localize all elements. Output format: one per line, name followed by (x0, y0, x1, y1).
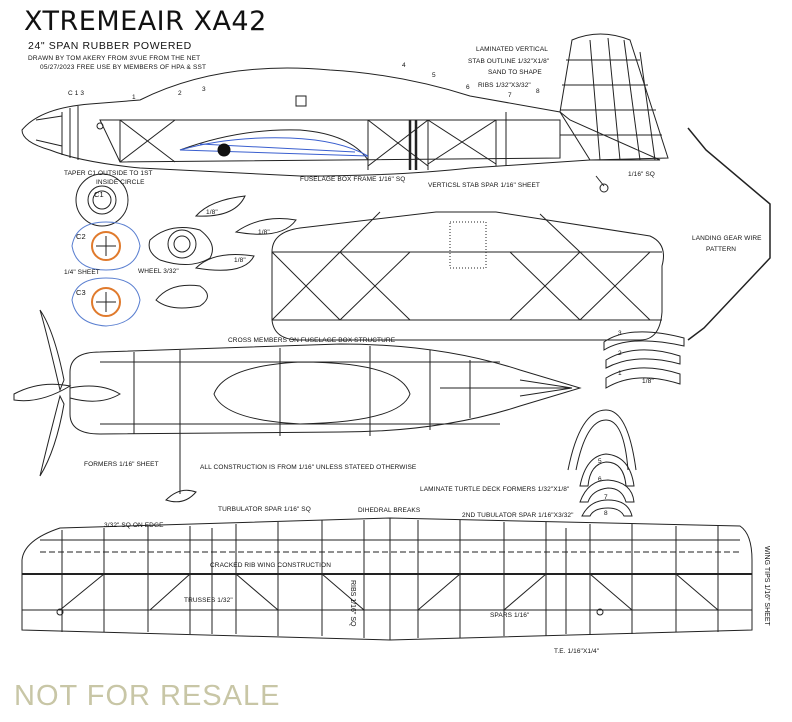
top-view-fuselage (69, 343, 582, 436)
former-c3 (71, 277, 141, 327)
label-cracked-rib: CRACKED RIB WING CONSTRUCTION (210, 562, 331, 569)
station-number: 8 (536, 88, 540, 95)
label-spars: SPARS 1/16" (490, 612, 530, 619)
drawing-subtitle: 24" SPAN RUBBER POWERED (28, 40, 192, 52)
label-landing-gear-wire: LANDING GEAR WIRE (692, 235, 762, 242)
label-pattern: PATTERN (706, 246, 737, 253)
label-cross-members: CROSS MEMBERS ON FUSELAGE BOX STRUCTURE (228, 337, 396, 344)
label-laminate-turtle: LAMINATE TURTLE DECK FORMERS 1/32"X1/8" (420, 486, 570, 493)
label-laminated-vertical: LAMINATED VERTICAL (476, 46, 548, 53)
deck-former-number: 7 (604, 494, 608, 501)
station-number: 6 (466, 84, 470, 91)
deck-former-number: 6 (598, 476, 602, 483)
former-c1 (75, 173, 129, 227)
label-eighth: 1/8" (206, 209, 218, 216)
deck-former-number: 8 (604, 510, 608, 517)
fairing-c (194, 254, 255, 271)
label-wheel: WHEEL 3/32" (138, 268, 179, 275)
fairing-a (194, 195, 246, 217)
label-second-turbulator: 2ND TUBULATOR SPAR 1/16"X3/32" (462, 512, 574, 519)
label-tail-sq: 1/16" SQ (628, 171, 655, 178)
label-trusses: TRUSSES 1/32" (184, 597, 233, 604)
label-all-construction: ALL CONSTRUCTION IS FROM 1/16" UNLESS ST… (200, 464, 417, 471)
label-c3: C3 (76, 288, 86, 297)
deck-former-number: 5 (598, 458, 602, 465)
label-on-edge: 3/32" SQ ON EDGE (104, 522, 164, 529)
label-te: T.E. 1/16"X1/4" (554, 648, 600, 655)
station-number: 1 (132, 94, 136, 101)
credit-line-1: DRAWN BY TOM AKERY FROM 3VUE FROM THE NE… (28, 55, 201, 62)
turtle-former-number: 1 (618, 370, 622, 377)
label-vertical-stab-spar: VERTICSL STAB SPAR 1/16" SHEET (428, 182, 540, 189)
turtle-former-number: 2 (618, 350, 622, 357)
station-number: 2 (178, 90, 182, 97)
horizontal-stab-top (271, 211, 664, 341)
label-fuselage-box-frame: FUSELAGE BOX FRAME 1/16" SQ (300, 176, 406, 183)
label-wing-tips: WING TIPS 1/16" SHEET (763, 546, 770, 626)
credit-line-2: 05/27/2023 FREE USE BY MEMBERS OF HPA & … (40, 64, 207, 71)
label-stab-outline: STAB OUTLINE 1/32"X1/8" (468, 58, 550, 65)
label-eighth: 1/8" (642, 378, 654, 385)
label-inside-circle: INSIDE CIRCLE (96, 179, 145, 186)
station-number: 5 (432, 72, 436, 79)
label-eighth: 1/8" (234, 257, 246, 264)
label-dihedral-breaks: DIHEDRAL BREAKS (358, 507, 421, 514)
fairing-b (234, 218, 297, 235)
station-number: 3 (202, 86, 206, 93)
label-eighth: 1/8" (258, 229, 270, 236)
station-number: 7 (508, 92, 512, 99)
label-quarter-sheet: 1/4" SHEET (64, 269, 100, 276)
label-formers: FORMERS 1/16" SHEET (84, 461, 159, 468)
cg-mark (217, 143, 231, 157)
label-c1: C1 (94, 190, 104, 199)
label-c2: C2 (76, 232, 86, 241)
label-taper-c1: TAPER C1 OUTSIDE TO 1ST (64, 170, 153, 177)
label-ribs-wing: RIBS 1/16" SQ (349, 580, 356, 627)
wing-plan (21, 517, 753, 641)
turtle-formers (603, 331, 685, 389)
propeller (13, 309, 197, 503)
spinner-side (155, 284, 208, 309)
label-sand-to-shape: SAND TO SHAPE (488, 69, 542, 76)
drawing-title: XTREMEAIR XA42 (24, 6, 267, 37)
wheel (148, 227, 213, 265)
label-ribs-stab: RIBS 1/32"X3/32" (478, 82, 531, 89)
label-turbulator-spar: TURBULATOR SPAR 1/16" SQ (218, 506, 311, 513)
side-view-fuselage (21, 67, 661, 177)
watermark-not-for-resale: NOT FOR RESALE (14, 680, 281, 712)
former-c2 (71, 221, 141, 271)
turtle-former-number: 3 (618, 330, 622, 337)
turtle-deck-formers (567, 409, 637, 517)
vertical-stab (559, 33, 669, 193)
landing-gear-wire (687, 127, 771, 341)
label-c1-3: C 1 3 (68, 90, 85, 97)
station-number: 4 (402, 62, 406, 69)
